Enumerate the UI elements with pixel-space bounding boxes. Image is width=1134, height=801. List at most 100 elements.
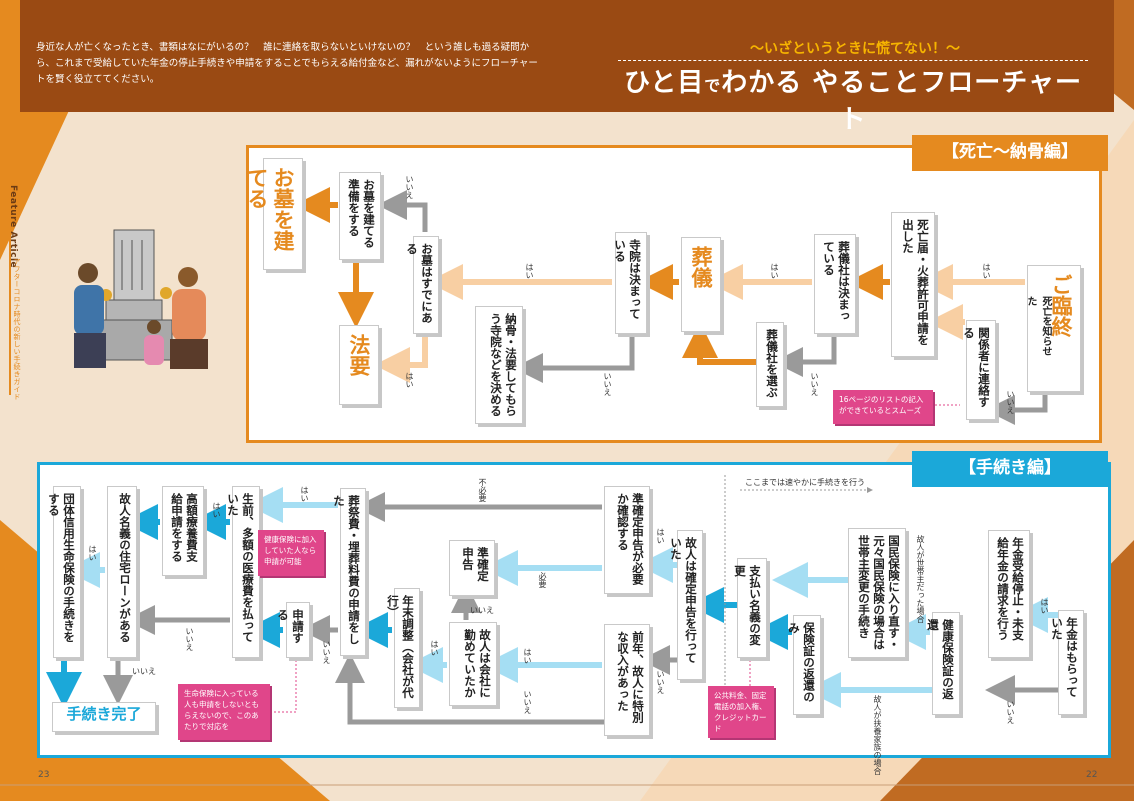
high-cost-box: 高額療養費支給申請をする: [162, 486, 204, 576]
death-cert-label: 死亡届・火葬許可申請を出した: [901, 219, 930, 346]
funeral-cost-label: 葬祭費・埋葬料費の申請をした: [332, 495, 361, 645]
build-grave-label: お墓を建てる: [245, 167, 295, 251]
no-tag: いいえ: [523, 690, 532, 714]
contact-relatives-box: 関係者に連絡する: [962, 320, 996, 420]
nhi-change-box: 国民保険に入り直す・元々国民保険の場合は世帯主変更の手続き: [848, 528, 906, 658]
side-sub-label: アフターコロナ時代の新しい手続きガイド: [13, 258, 21, 401]
temple-decided-label: 寺院は決まっている: [613, 239, 642, 320]
no-tag: いいえ: [405, 175, 414, 199]
choose-funeral-label: 葬儀社を選ぶ: [765, 329, 779, 398]
funeral-decided-box: 葬儀社は決まっている: [814, 234, 856, 334]
quasi-needed-box: 準確定申告が必要か確認する: [604, 486, 650, 594]
insurance-return-label: 健康保険証の返還: [926, 619, 955, 700]
no-tag: いいえ: [603, 372, 612, 396]
yes-tag: はい: [88, 545, 97, 561]
no-tag: いいえ: [1006, 700, 1015, 724]
needed-tag: 必要: [538, 572, 547, 588]
medical-paid-label: 生前、多額の医療費を払っていた: [226, 493, 255, 643]
name-change-box: 支払い名義の変更: [733, 558, 767, 658]
funeral-label: 葬儀: [689, 246, 713, 288]
death-cert-box: 死亡届・火葬許可申請を出した: [891, 212, 935, 357]
yes-tag: はい: [523, 648, 532, 664]
side-rule: [9, 155, 11, 395]
contact-relatives-label: 関係者に連絡する: [962, 327, 991, 408]
yes-tag: はい: [982, 263, 991, 279]
employed-label: 故人は会社に勤めていたか: [463, 629, 492, 698]
notify-label: 死亡を知らせた: [1025, 296, 1051, 356]
no-tag: いいえ: [322, 640, 331, 664]
yes-tag: はい: [430, 640, 439, 656]
page-header: 身近な人が亡くなったとき、書類はなにがいるの？ 誰に連絡を取らないといけないの？…: [20, 0, 1114, 135]
not-needed-tag: 不必要: [478, 478, 487, 502]
grave-exists-box: お墓はすでにある: [405, 236, 439, 334]
no-tag: いいえ: [132, 667, 156, 676]
no-tag: いいえ: [470, 606, 494, 615]
quasi-needed-label: 準確定申告が必要か確認する: [616, 493, 645, 585]
build-grave-box: お墓を建てる: [245, 158, 303, 270]
no-tag: いいえ: [185, 627, 194, 651]
special-income-box: 前年、故人に特別な収入があった: [604, 624, 650, 736]
special-income-label: 前年、故人に特別な収入があった: [616, 631, 645, 723]
intro-text: 身近な人が亡くなったとき、書類はなにがいるの？ 誰に連絡を取らないといけないの？…: [36, 42, 538, 85]
memorial-label: 法要: [347, 334, 371, 376]
funeral-decided-label: 葬儀社は決まっている: [822, 241, 851, 322]
health-ins-note: 健康保険に加入していた人なら申請が可能: [258, 530, 324, 576]
yes-tag: はい: [300, 486, 309, 502]
pension-stop-box: 年金受給停止・未支給年金の請求を行う: [988, 530, 1030, 658]
funeral-cost-box: 葬祭費・埋葬料費の申請をした: [332, 488, 366, 656]
yes-tag: はい: [405, 372, 414, 388]
quasi-return-box: 準確定申告: [449, 540, 495, 596]
list-note: 16ページのリストの記入ができているとスムーズ: [833, 390, 933, 424]
pension-received-box: 年金はもらっていた: [1050, 610, 1084, 715]
yes-tag: はい: [212, 502, 221, 518]
card-return-only-box: 保険証の返還のみ: [787, 615, 821, 715]
medical-paid-box: 生前、多額の医療費を払っていた: [226, 486, 260, 658]
side-feature-label: Feature Article: [8, 185, 18, 269]
yes-tag: はい: [525, 263, 534, 279]
mortgage-box: 故人名義の住宅ローンがある: [107, 486, 137, 658]
temple-decided-box: 寺院は決まっている: [613, 232, 647, 334]
insurance-return-box: 健康保険証の返還: [926, 612, 960, 715]
interment-box: 納骨・法要してもらう寺院などを決める: [475, 306, 523, 424]
prepare-grave-box: お墓を建てる準備をする: [339, 172, 381, 260]
quick-procedure-note: ここまでは速やかに手続きを行う: [745, 478, 865, 487]
group-life-box: 団体信用生命保険の手続きをする: [47, 486, 81, 658]
employed-box: 故人は会社に勤めていたか: [449, 622, 497, 706]
no-tag: いいえ: [810, 372, 819, 396]
yes-tag: はい: [770, 263, 779, 279]
notify-box: 死亡を知らせた: [1025, 290, 1057, 370]
mortgage-label: 故人名義の住宅ローンがある: [118, 493, 132, 643]
dependent-tag: 故人が扶養家族の場合: [873, 695, 882, 775]
head-of-household-tag: 故人が世帯主だった場合: [916, 535, 925, 623]
choose-funeral-box: 葬儀社を選ぶ: [756, 322, 784, 407]
start-label: ご臨終: [1049, 274, 1073, 337]
title-divider: [618, 60, 1088, 61]
tax-return-done-box: 故人は確定申告を行っていた: [669, 530, 703, 680]
utilities-note: 公共料金、固定電話の加入権、クレジットカード: [708, 686, 774, 738]
pension-stop-label: 年金受給停止・未支給年金の請求を行う: [996, 537, 1025, 641]
quasi-return-label: 準確定申告: [461, 547, 490, 582]
prepare-grave-label: お墓を建てる準備をする: [347, 179, 376, 248]
title-part-b: わかる やることフローチャート: [721, 68, 1083, 135]
yes-tag: はい: [656, 528, 665, 544]
page-title: ひと目でわかる やることフローチャート: [618, 62, 1088, 136]
subtitle: 〜いざというときに慌てない！〜: [750, 41, 960, 57]
start-box: ご臨終: [1027, 265, 1081, 392]
apply-box: 申請する: [276, 602, 310, 658]
title-part-a: ひと目: [623, 68, 705, 98]
page-number-right: 22: [1086, 770, 1098, 780]
memorial-box: 法要: [339, 325, 379, 405]
title-small: で: [704, 76, 722, 95]
death-section-panel: [246, 145, 1102, 443]
procedure-section-title: 【手続き編】: [912, 451, 1108, 487]
no-tag: いいえ: [1006, 390, 1015, 414]
page-number-left: 23: [38, 770, 50, 780]
interment-label: 納骨・法要してもらう寺院などを決める: [489, 313, 518, 417]
no-tag: いいえ: [656, 670, 665, 694]
life-ins-note: 生命保険に入っている人も申請をしないともらえないので、このあたりで対応を: [178, 684, 270, 740]
pension-received-label: 年金はもらっていた: [1050, 617, 1079, 698]
done-box: 手続き完了: [52, 702, 156, 732]
funeral-box: 葬儀: [681, 237, 721, 332]
family-grave-illustration: [74, 229, 208, 369]
high-cost-label: 高額療養費支給申請をする: [170, 493, 199, 562]
